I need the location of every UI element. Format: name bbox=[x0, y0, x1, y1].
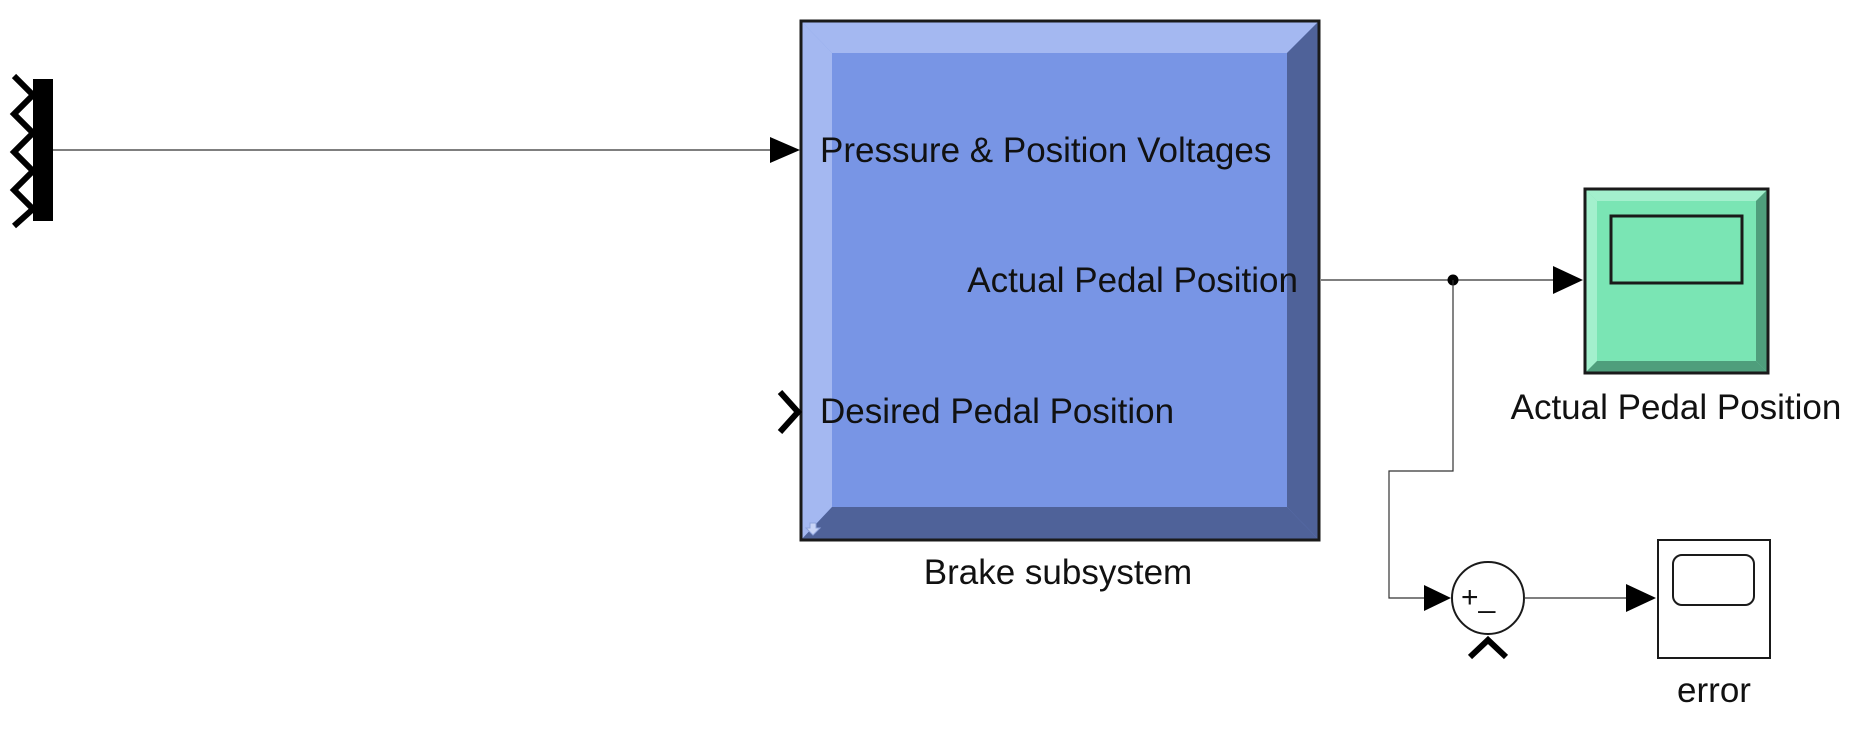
scope-bevel-right bbox=[1756, 189, 1768, 373]
port-label-pressure-position-voltages: Pressure & Position Voltages bbox=[820, 131, 1271, 170]
subsystem-face bbox=[801, 21, 1319, 540]
subsystem-bevel-top bbox=[801, 21, 1319, 53]
error-scope[interactable] bbox=[1657, 539, 1771, 659]
scope-bevel-left bbox=[1585, 189, 1597, 373]
subsystem-ports-icon bbox=[804, 522, 822, 536]
subsystem-bevel-right bbox=[1287, 21, 1319, 540]
subsystem-border bbox=[799, 19, 1321, 542]
arrowhead bbox=[1424, 585, 1451, 611]
subsystem-bevel-bottom bbox=[801, 507, 1319, 540]
arrowhead bbox=[1553, 266, 1583, 294]
goto-tag-icon[interactable] bbox=[777, 389, 803, 435]
subsystem-name: Brake subsystem bbox=[924, 553, 1192, 592]
port-label-desired-pedal-position: Desired Pedal Position bbox=[820, 392, 1174, 431]
goto-tag-icon[interactable] bbox=[1467, 635, 1509, 660]
scope-icon bbox=[1672, 554, 1755, 606]
signal-line-actual-pedal-position[interactable] bbox=[1321, 266, 1583, 611]
actual-pedal-position-scope-label: Actual Pedal Position bbox=[1511, 388, 1842, 427]
error-scope-body bbox=[1657, 539, 1771, 659]
actual-pedal-position-scope[interactable] bbox=[1583, 187, 1770, 375]
sum-signs: +_ bbox=[1461, 581, 1497, 614]
bus-selector-bar bbox=[33, 79, 53, 221]
scope-bevel-top bbox=[1585, 189, 1768, 201]
sum-block[interactable]: +_ bbox=[1451, 561, 1525, 635]
bus-selector-block[interactable] bbox=[9, 73, 53, 229]
arrowhead bbox=[1626, 584, 1656, 612]
error-scope-label: error bbox=[1677, 671, 1751, 710]
signal-line-voltages[interactable] bbox=[53, 137, 800, 163]
scope-bevel-bottom bbox=[1585, 361, 1768, 373]
port-label-actual-pedal-position: Actual Pedal Position bbox=[967, 261, 1298, 300]
bus-selector-icon bbox=[9, 73, 38, 229]
subsystem-bevel-left bbox=[801, 21, 832, 540]
signal-line-error[interactable] bbox=[1524, 584, 1656, 612]
scope-icon bbox=[1609, 214, 1744, 285]
scope-face bbox=[1585, 189, 1768, 373]
scope-border bbox=[1583, 187, 1770, 375]
arrowhead bbox=[770, 137, 800, 163]
brake-subsystem-block[interactable]: Pressure & Position Voltages Actual Peda… bbox=[799, 19, 1321, 542]
